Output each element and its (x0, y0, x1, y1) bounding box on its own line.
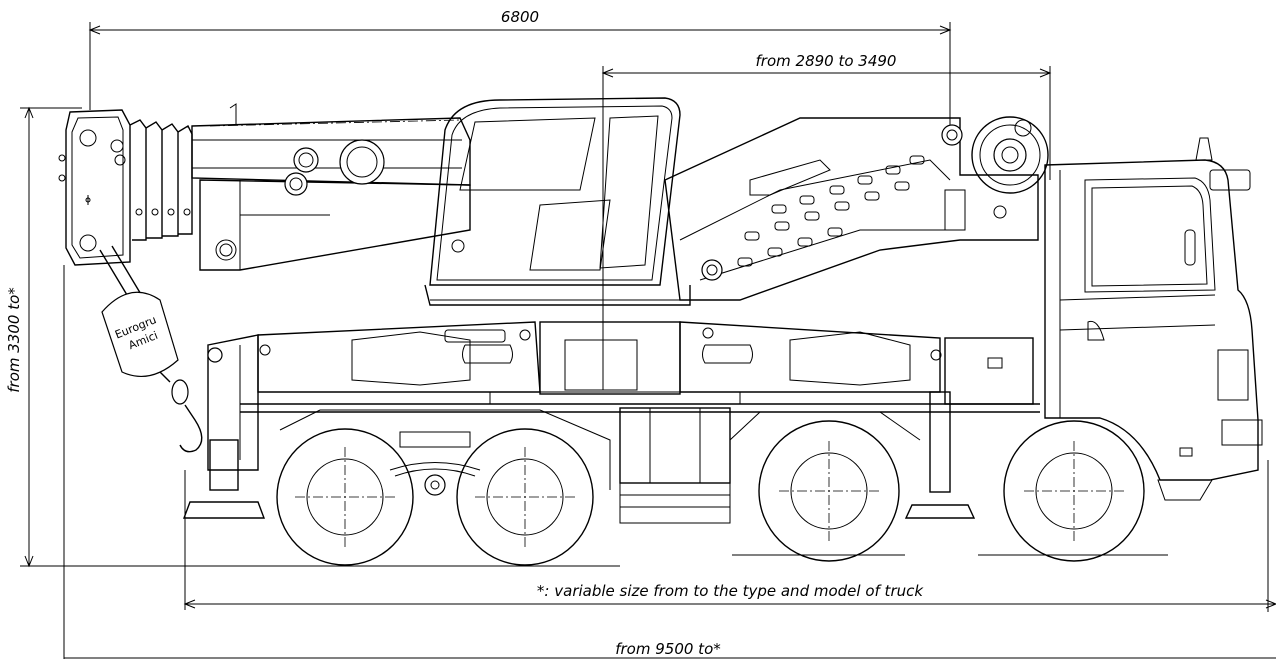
front-body-box (944, 337, 1034, 405)
truck-cab (1044, 137, 1263, 501)
chassis-rails (240, 403, 1040, 490)
fuel-tank (619, 407, 731, 524)
overall-length-label: from 9500 to* (615, 640, 721, 658)
dimension-note: *: variable size from to the type and mo… (183, 460, 1276, 612)
variable-size-note: *: variable size from to the type and mo… (537, 582, 924, 600)
boom-length-label: 6800 (501, 8, 539, 26)
slew-range-label: from 2890 to 3490 (756, 52, 897, 70)
column-slots (737, 155, 925, 267)
operator-cabin (424, 97, 691, 306)
crane-column (664, 117, 1039, 301)
dimension-boom-length: 6800 (88, 8, 952, 130)
telescopic-boom (58, 103, 471, 271)
dimension-overall-length: from 9500 to* (63, 265, 1276, 659)
rear-outrigger-jack (182, 439, 266, 519)
ground-lines (250, 554, 1168, 567)
wheel-front-1 (758, 420, 900, 562)
rear-body-frame (207, 334, 259, 471)
height-label: from 3300 to* (5, 287, 23, 393)
hook-block: Eurogru Amici (99, 245, 203, 453)
wheel-rear-1 (276, 428, 414, 566)
front-outrigger-jack (904, 391, 976, 519)
leaf-spring (389, 431, 481, 496)
dimension-height: from 3300 to* (5, 106, 620, 568)
rear-outrigger-box (257, 321, 541, 393)
wheel-front-2 (1003, 420, 1145, 562)
front-outrigger-box (679, 321, 942, 393)
wheel-rear-2 (456, 428, 594, 566)
slewing-winch (971, 116, 1049, 194)
boom-rivets (209, 119, 461, 127)
